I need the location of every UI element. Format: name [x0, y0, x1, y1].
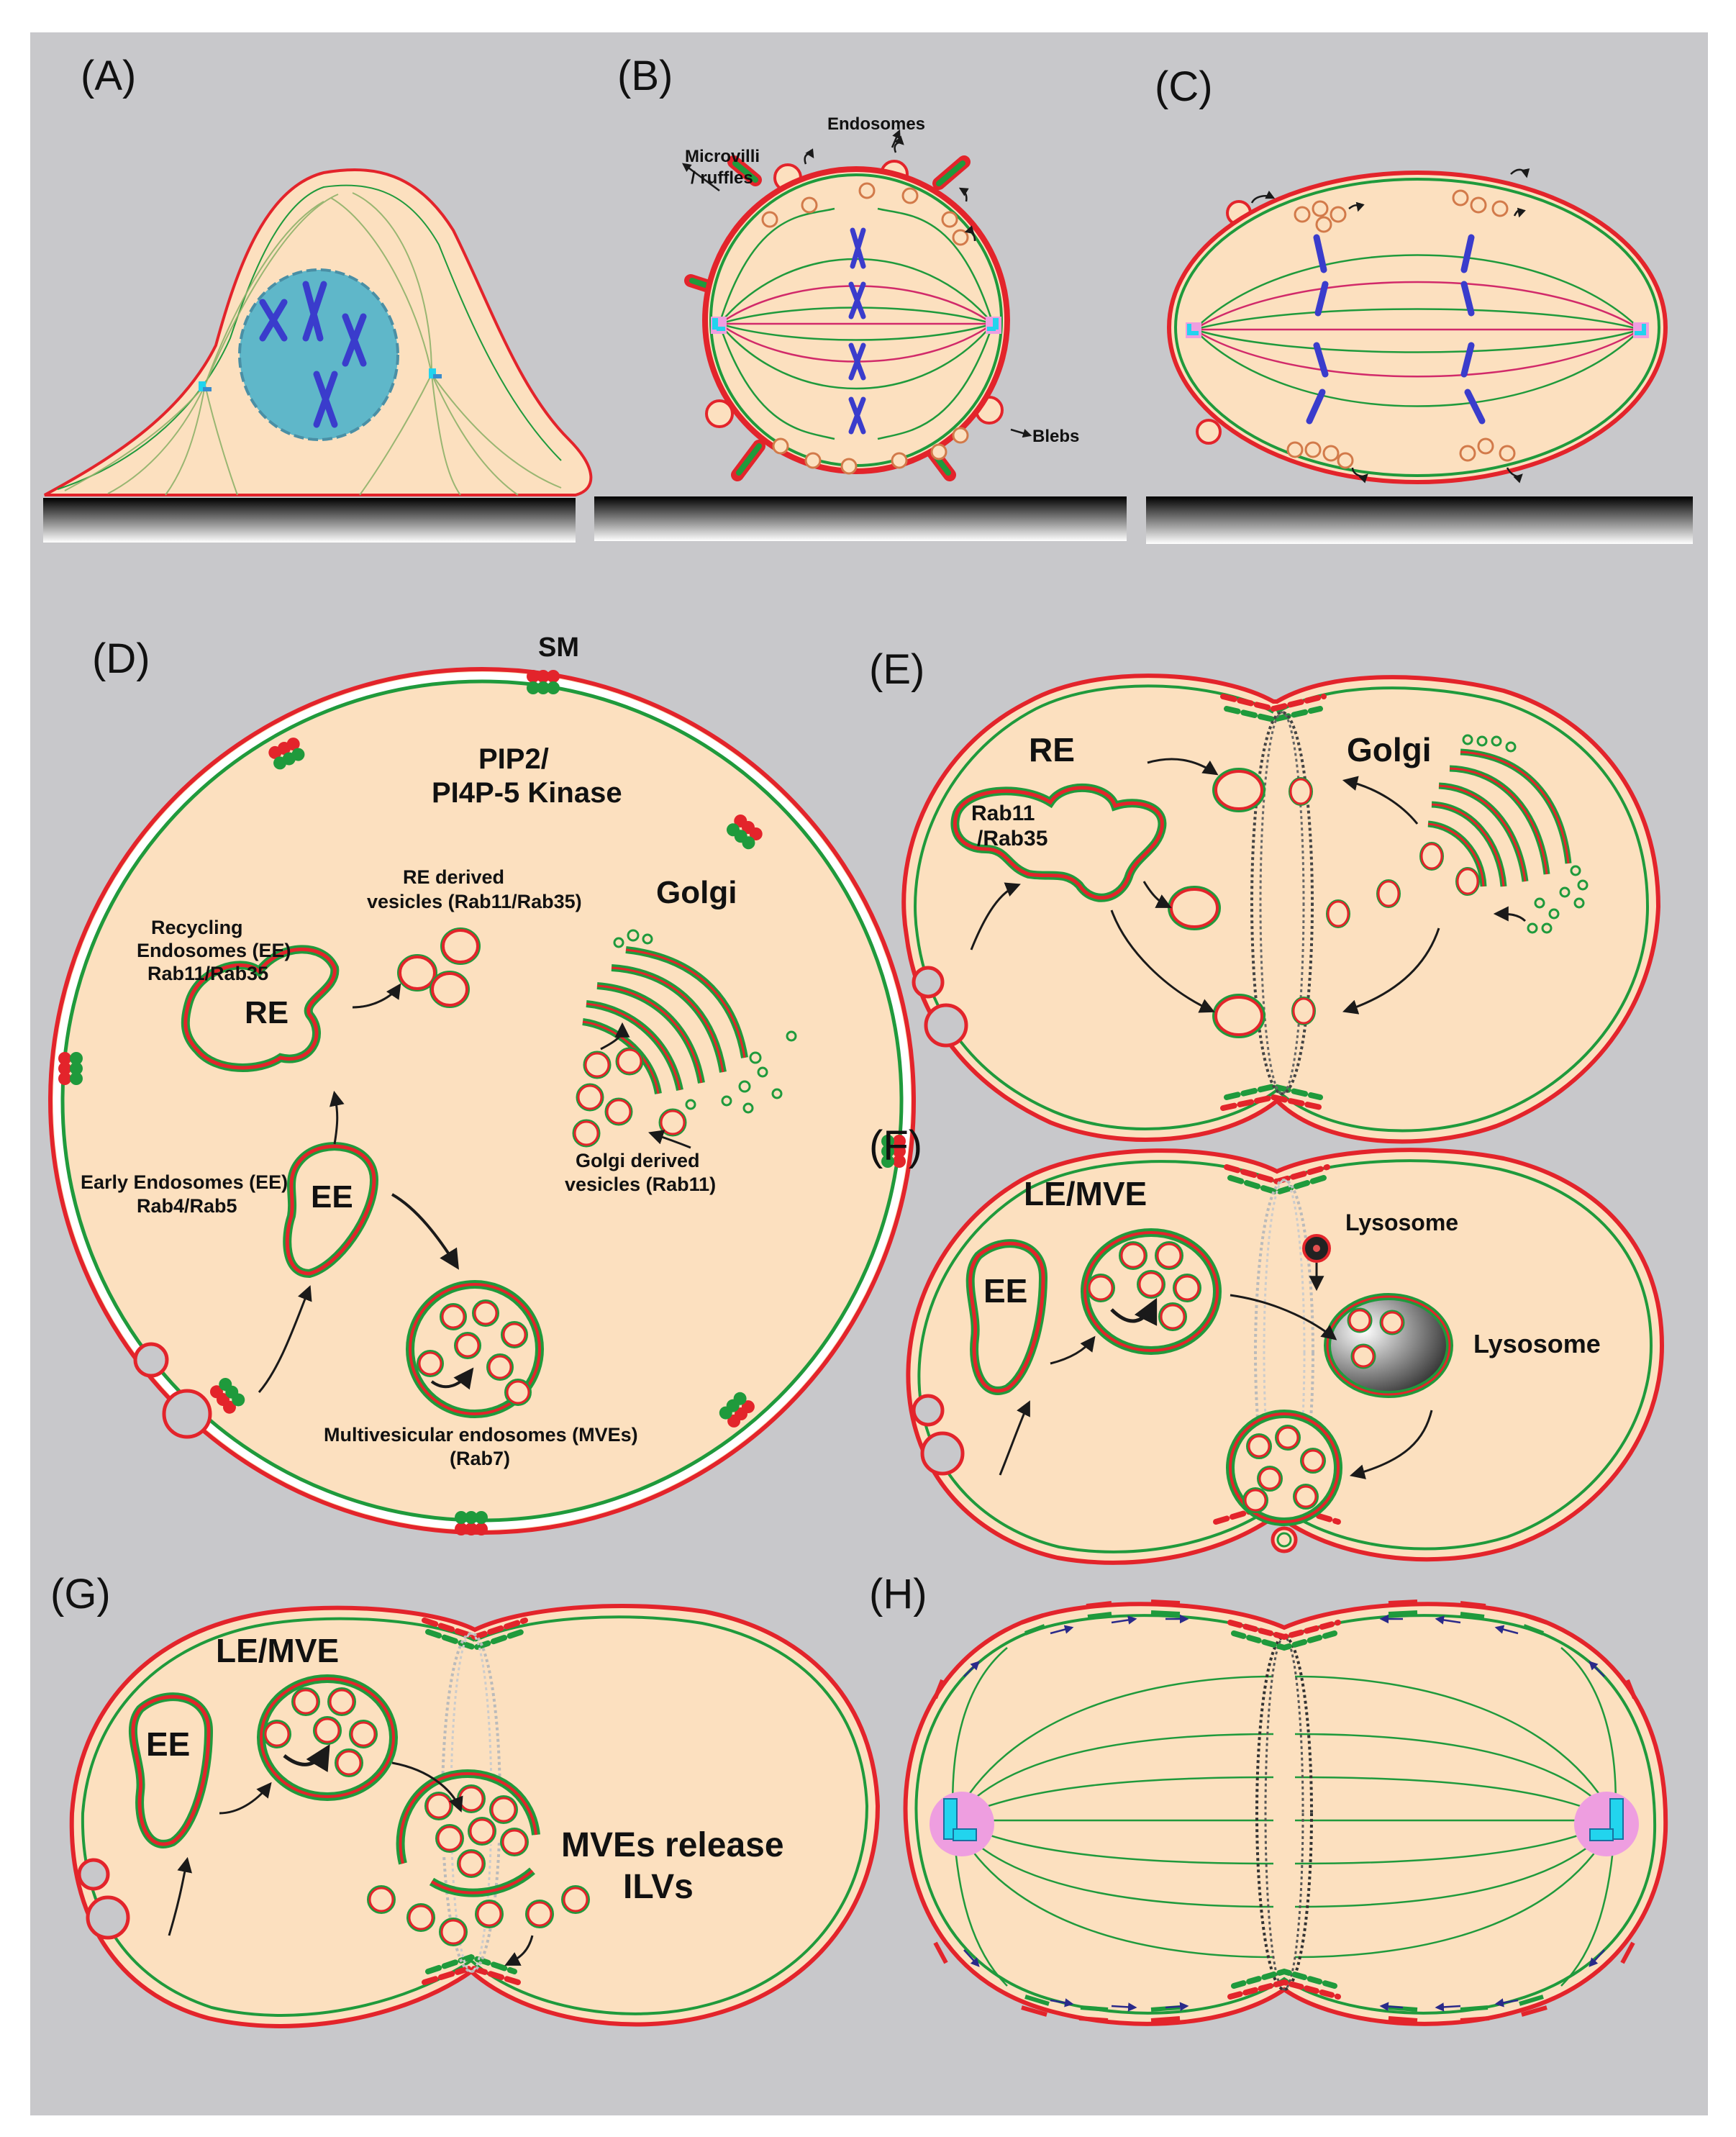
golgi-label-d: Golgi — [656, 875, 737, 910]
blebs-label: Blebs — [1032, 427, 1079, 446]
panel-e-label: (E) — [869, 646, 924, 693]
release-label-2: ILVs — [623, 1868, 694, 1906]
midbody-ring-h — [1255, 1635, 1313, 1991]
pip2-label-1: PIP2/ — [478, 743, 549, 775]
panel-a-label: (A) — [81, 53, 136, 99]
rounded-mitotic-cell — [702, 166, 1010, 474]
mve-label-1: Multivesicular endosomes (MVEs) — [324, 1424, 638, 1446]
recycling-label-2: Endosomes (EE) — [137, 940, 291, 961]
recycling-label-3: Rab11/Rab35 — [147, 963, 268, 984]
midbody-ring-e — [1250, 711, 1314, 1095]
release-label-1: MVEs release — [561, 1826, 784, 1864]
substrate-floor-b — [594, 496, 1127, 541]
recycling-label-1: Recycling — [151, 917, 243, 938]
pip2-label-2: PI4P-5 Kinase — [432, 777, 622, 809]
lemve-label-f: LE/MVE — [1024, 1175, 1147, 1212]
sm-label: SM — [538, 632, 579, 663]
ee-label-g: EE — [146, 1725, 190, 1763]
golgi-e — [1427, 734, 1589, 934]
ee-label-f: EE — [983, 1272, 1027, 1310]
golgi-label-e: Golgi — [1347, 731, 1432, 768]
panel-f: (F) EE LE/MVE — [869, 1122, 1665, 1565]
centrosome-h-right — [1574, 1792, 1639, 1856]
panel-e: (E) RE Rab11 /Rab35 Golgi — [869, 646, 1661, 1144]
mve-f — [1081, 1228, 1222, 1355]
endosomes-label: Endosomes — [827, 114, 925, 134]
ruffles-label: / ruffles — [691, 168, 753, 188]
early-label-2: Rab4/Rab5 — [137, 1195, 237, 1217]
endosomes-c — [1286, 189, 1516, 469]
panel-c-label: (C) — [1155, 63, 1213, 110]
re-vesicles-label-2: vesicles (Rab11/Rab35) — [367, 891, 582, 912]
centrosome-c-right — [1633, 322, 1649, 338]
mve-d — [406, 1280, 544, 1418]
early-label-1: Early Endosomes (EE) — [81, 1171, 288, 1193]
panel-g-label: (G) — [50, 1571, 111, 1618]
panel-h-label: (H) — [869, 1571, 927, 1618]
chromosomes-a — [259, 281, 367, 428]
elongated-mitotic-cell — [1167, 171, 1668, 484]
lysosome-large — [1324, 1293, 1453, 1398]
chromosomes-b — [848, 227, 866, 435]
lysosome-small-label: Lysosome — [1345, 1210, 1458, 1235]
cell-h — [903, 1602, 1668, 2026]
rab35-label-e: /Rab35 — [977, 827, 1047, 850]
lysosome-label: Lysosome — [1473, 1329, 1601, 1358]
panel-a: (A) — [43, 53, 593, 543]
centrosome-a-left — [199, 381, 206, 391]
re-label-d: RE — [245, 995, 288, 1030]
panel-c: (C) — [1146, 63, 1693, 544]
chromosomes-c — [1306, 234, 1486, 425]
golgi-vesicles-label-1: Golgi derived — [576, 1150, 700, 1171]
panel-b: (B) — [594, 53, 1127, 541]
mve-g — [257, 1674, 398, 1801]
cell-e — [901, 673, 1661, 1144]
centrosome-h-left — [930, 1792, 994, 1856]
rab11-label-e: Rab11 — [971, 802, 1035, 825]
substrate-floor-c — [1146, 496, 1693, 544]
endosomes-b — [761, 182, 969, 475]
pip2-clusters-d — [58, 670, 906, 1535]
golgi-d — [582, 929, 797, 1114]
centrosome-a-right — [429, 368, 436, 378]
panel-f-label: (F) — [869, 1122, 922, 1169]
mve-release-g — [367, 1769, 590, 1946]
panel-g: (G) EE LE/MVE — [50, 1571, 881, 2028]
panel-d: (D) SM PIP2/ PI4P-5 Kinase RE — [48, 632, 916, 1535]
panel-d-label: (D) — [92, 635, 150, 682]
re-vesicles-label-1: RE derived — [403, 866, 504, 888]
lemve-label-g: LE/MVE — [216, 1632, 339, 1669]
panel-b-label: (B) — [617, 53, 673, 99]
microvilli-label: Microvilli — [685, 147, 760, 166]
ee-label-d: EE — [311, 1179, 353, 1215]
mve-fusing-f — [1226, 1410, 1342, 1553]
golgi-vesicles-label-2: vesicles (Rab11) — [565, 1174, 716, 1195]
panel-h: (H) — [869, 1571, 1668, 2026]
re-label-e: RE — [1029, 731, 1075, 768]
substrate-floor-a — [43, 498, 576, 543]
mve-label-2: (Rab7) — [450, 1448, 510, 1469]
